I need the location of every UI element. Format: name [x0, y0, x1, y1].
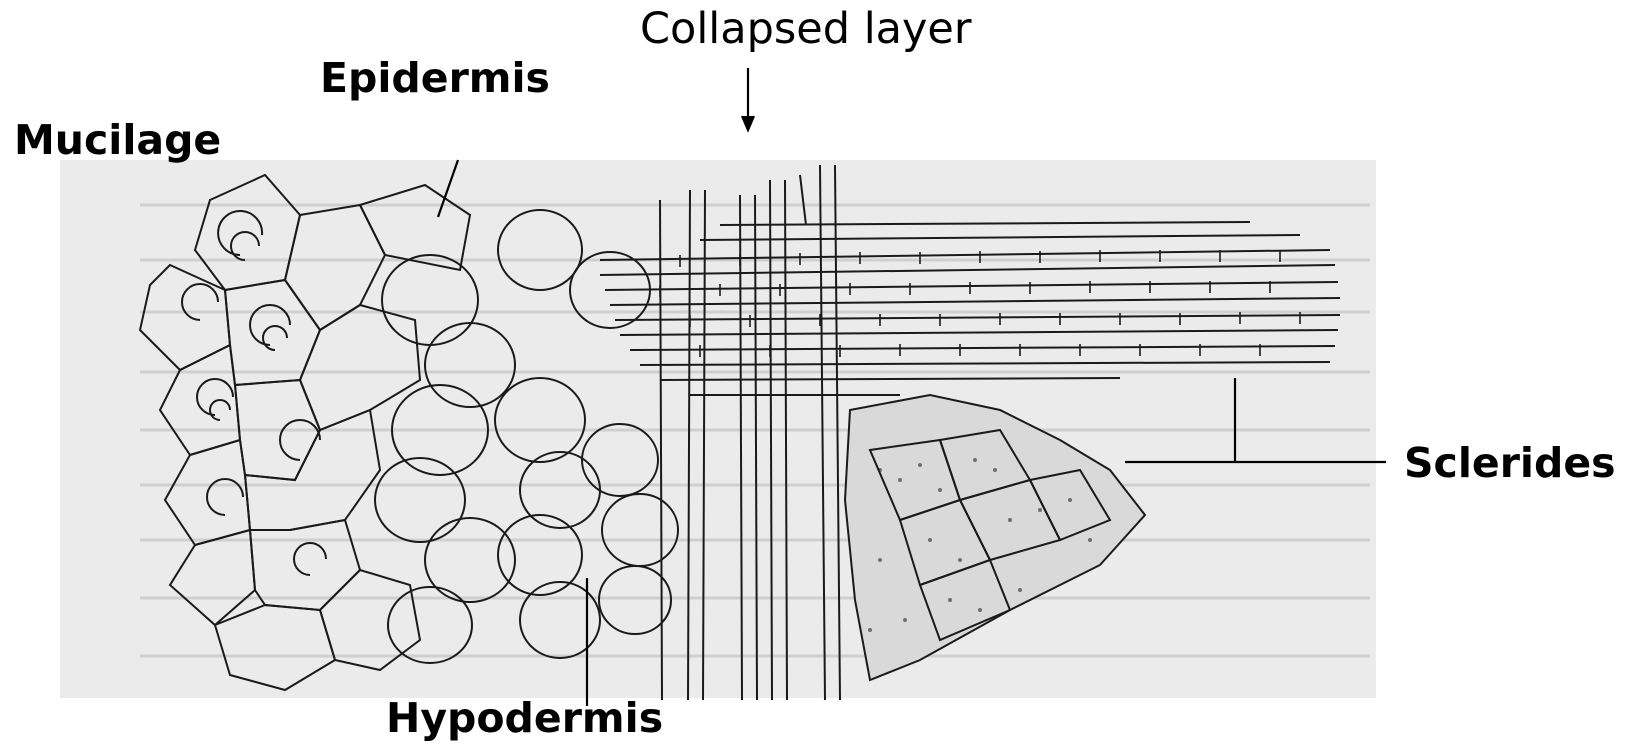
hypodermis-cells [375, 210, 678, 663]
collapsed-layer-label: Collapsed layer [640, 8, 972, 51]
collapsed-layer-arrowhead [742, 116, 754, 130]
epidermis-leader [438, 160, 458, 217]
epidermis-cells [140, 175, 470, 690]
sclerides-cells [845, 395, 1145, 680]
collapsed-layer-cells [600, 222, 1340, 395]
mucilage-label: Mucilage [14, 120, 221, 161]
vertical-cells [660, 165, 840, 700]
hypodermis-label: Hypodermis [386, 698, 663, 739]
epidermis-label: Epidermis [320, 58, 550, 99]
sclerides-label: Sclerides [1404, 443, 1616, 484]
